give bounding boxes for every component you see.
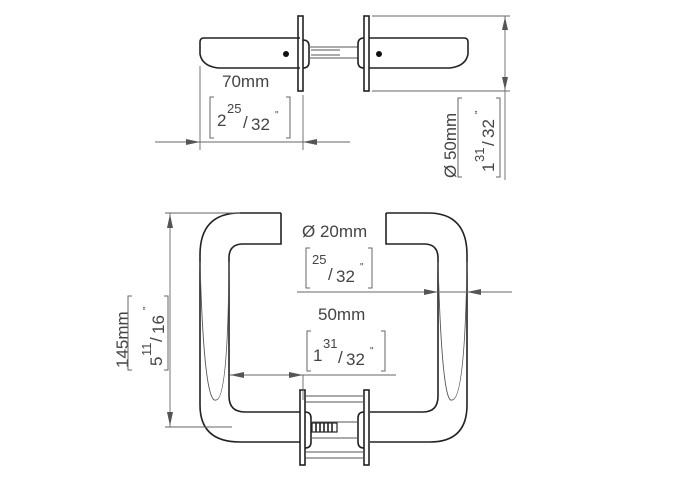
svg-text:": " [474, 110, 485, 114]
svg-text:31: 31 [472, 148, 487, 162]
svg-text:": " [142, 306, 153, 310]
svg-text:11: 11 [139, 343, 154, 357]
right-lever-top [369, 37, 469, 69]
svg-text:": " [360, 262, 364, 273]
screw-icon [376, 51, 382, 57]
svg-text:/: / [479, 141, 498, 146]
spindle [309, 46, 358, 59]
length-label: 70mm [222, 72, 269, 91]
svg-text:/: / [328, 265, 333, 284]
length-inch: 2 25 / 32 " [217, 101, 279, 134]
svg-text:/: / [147, 337, 166, 342]
svg-text:16: 16 [149, 315, 168, 334]
screw-icon [283, 51, 289, 57]
svg-text:32: 32 [479, 119, 498, 138]
svg-text:/: / [338, 348, 343, 367]
svg-text:5: 5 [147, 357, 166, 366]
svg-text:25: 25 [312, 252, 326, 267]
height-label: 145mm [113, 311, 132, 368]
svg-text:1: 1 [313, 346, 322, 365]
svg-text:32: 32 [251, 115, 270, 134]
left-lever [199, 212, 300, 443]
svg-text:1: 1 [479, 163, 498, 172]
svg-text:": " [275, 110, 279, 121]
front-view: 145mm 5 11 / 16 " Ø 20mm 25 / 32 " 50mm … [113, 212, 512, 466]
svg-text:32: 32 [346, 350, 365, 369]
grip-diameter-inch: 25 / 32 " [312, 252, 364, 286]
svg-text:32: 32 [336, 267, 355, 286]
svg-text:145mm: 145mm [113, 311, 132, 368]
clearance-inch: 1 31 / 32 " [313, 336, 374, 369]
svg-text:/: / [243, 113, 248, 132]
svg-text:2: 2 [217, 111, 226, 130]
clearance-label: 50mm [318, 305, 365, 324]
rosette-diameter-inch: 1 31 / 32 " [472, 110, 498, 172]
svg-text:": " [370, 346, 374, 357]
rosette-diameter-label: Ø 50mm [441, 113, 460, 178]
right-lever [370, 212, 468, 443]
rosette-assembly [299, 389, 370, 466]
svg-text:Ø 50mm: Ø 50mm [441, 113, 460, 178]
grip-diameter-label: Ø 20mm [302, 222, 367, 241]
top-view: Ø 50mm 1 31 / 32 " 70mm 2 25 / 32 " [155, 15, 510, 180]
left-lever-top [199, 37, 300, 69]
right-rosette [363, 15, 370, 92]
height-inch: 5 11 / 16 " [139, 306, 168, 366]
left-rosette [297, 15, 304, 92]
svg-text:25: 25 [227, 101, 241, 116]
svg-text:31: 31 [323, 336, 337, 351]
